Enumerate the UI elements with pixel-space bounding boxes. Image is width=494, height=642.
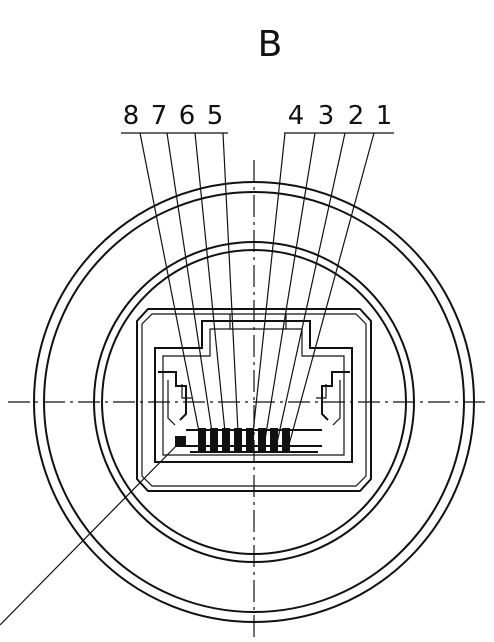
contact-pin-5 [234, 428, 242, 452]
center-lines [8, 160, 490, 640]
marker-square [0, 436, 186, 626]
pin-leader-lines [139, 132, 375, 453]
pin-label-4: 4 [288, 101, 305, 131]
pin-labels: 8 7 6 5 4 3 2 1 [123, 101, 393, 131]
contact-pin-4 [246, 428, 254, 452]
pin-label-3: 3 [318, 101, 335, 131]
pin-label-8: 8 [123, 101, 140, 131]
contact-pin-7 [210, 428, 218, 452]
view-label: B [258, 24, 283, 65]
socket-body [136, 308, 372, 492]
contact-pin-6 [222, 428, 230, 452]
jack-opening [154, 314, 353, 463]
pin-label-5: 5 [207, 101, 224, 131]
contact-pin-3 [258, 428, 266, 452]
pin-label-6: 6 [179, 101, 196, 131]
contact-pin-2 [270, 428, 278, 452]
contact-pin-1 [282, 428, 290, 452]
pin-label-2: 2 [348, 101, 365, 131]
contact-pin-8 [198, 428, 206, 452]
pin-label-1: 1 [376, 101, 393, 131]
pin-label-7: 7 [151, 101, 168, 131]
